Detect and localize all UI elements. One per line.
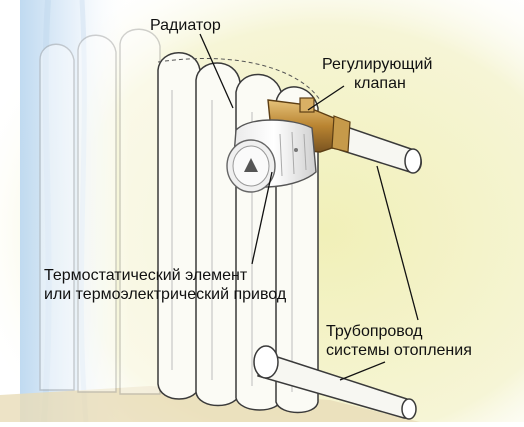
leader-thermostat: [251, 171, 273, 265]
leader-lines: [199, 33, 419, 381]
label-thermostat-line-2: или термоэлектрический привод: [44, 286, 287, 303]
upper-pipe: [339, 125, 422, 174]
radiator-rear-sections: [39, 28, 161, 395]
curtain: [20, 0, 130, 422]
leader-pipe: [376, 165, 419, 321]
label-thermostat-line-1: Термостатический элемент: [44, 267, 248, 284]
triangle-marker-icon: [244, 158, 258, 172]
curtain-fold: [78, 0, 89, 423]
leader-pipe-lower: [339, 361, 386, 381]
label-thermostat: Термостатический элемент или термоэлектр…: [44, 266, 286, 304]
leader-valve: [307, 85, 345, 111]
thermostatic-head: [226, 119, 317, 193]
lower-pipe: [253, 345, 417, 420]
label-valve: Регулирующий клапан: [322, 55, 432, 93]
label-pipe-line-1: Трубопровод: [326, 323, 423, 340]
label-pipe: Трубопровод системы отопления: [326, 322, 472, 360]
curtain-fold: [41, 0, 52, 423]
label-pipe-line-2: системы отопления: [326, 342, 472, 359]
label-valve-line-1: Регулирующий: [322, 56, 433, 73]
label-radiator: Радиатор: [150, 17, 221, 34]
leader-radiator: [199, 33, 234, 109]
label-valve-line-2: клапан: [354, 75, 406, 92]
